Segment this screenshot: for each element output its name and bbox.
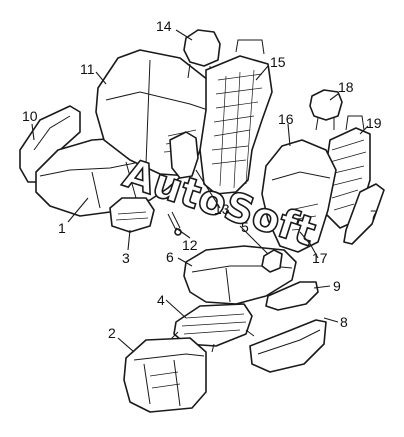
- part-18-front-headrest: [309, 89, 343, 131]
- callout-9: 9: [333, 278, 341, 294]
- callout-16: 16: [278, 111, 294, 127]
- callouts: 1 2 3 4 5 6 17 8 9 10 11 12 13 14 15 16 …: [22, 18, 382, 341]
- part-4-seat-base: [169, 303, 255, 353]
- callout-11: 11: [80, 61, 95, 77]
- callout-1: 1: [58, 220, 66, 236]
- part-9-armrest: [265, 281, 319, 311]
- callout-13: 13: [214, 201, 230, 217]
- part-13-bracket: [169, 131, 199, 179]
- leader-lines: [31, 29, 369, 353]
- part-16-front-backrest: [261, 139, 337, 253]
- callout-8: 8: [340, 314, 348, 330]
- part-15-backrest-frame: [199, 39, 273, 195]
- part-10-side-trim: [19, 105, 81, 183]
- callout-3: 3: [122, 250, 130, 266]
- callout-10: 10: [22, 108, 38, 124]
- callout-14: 14: [156, 18, 172, 34]
- callout-6: 6: [166, 249, 174, 265]
- part-12-hinge-pin: [167, 211, 182, 236]
- callout-4: 4: [157, 292, 165, 308]
- callout-17: 17: [312, 250, 328, 266]
- part-8-front-trim: [249, 319, 327, 373]
- callout-5: 5: [241, 219, 249, 235]
- part-7-side-strip: [343, 183, 385, 245]
- part-5-latch: [261, 249, 283, 273]
- callout-19: 19: [366, 115, 382, 131]
- callout-18: 18: [338, 79, 354, 95]
- part-3-cushion-end: [109, 197, 155, 233]
- part-2-seat-riser: [123, 337, 207, 413]
- callout-7: 7: [370, 207, 378, 223]
- part-14-rear-headrest: [183, 29, 221, 80]
- callout-2: 2: [108, 325, 116, 341]
- callout-15: 15: [270, 54, 286, 70]
- callout-12: 12: [182, 237, 198, 253]
